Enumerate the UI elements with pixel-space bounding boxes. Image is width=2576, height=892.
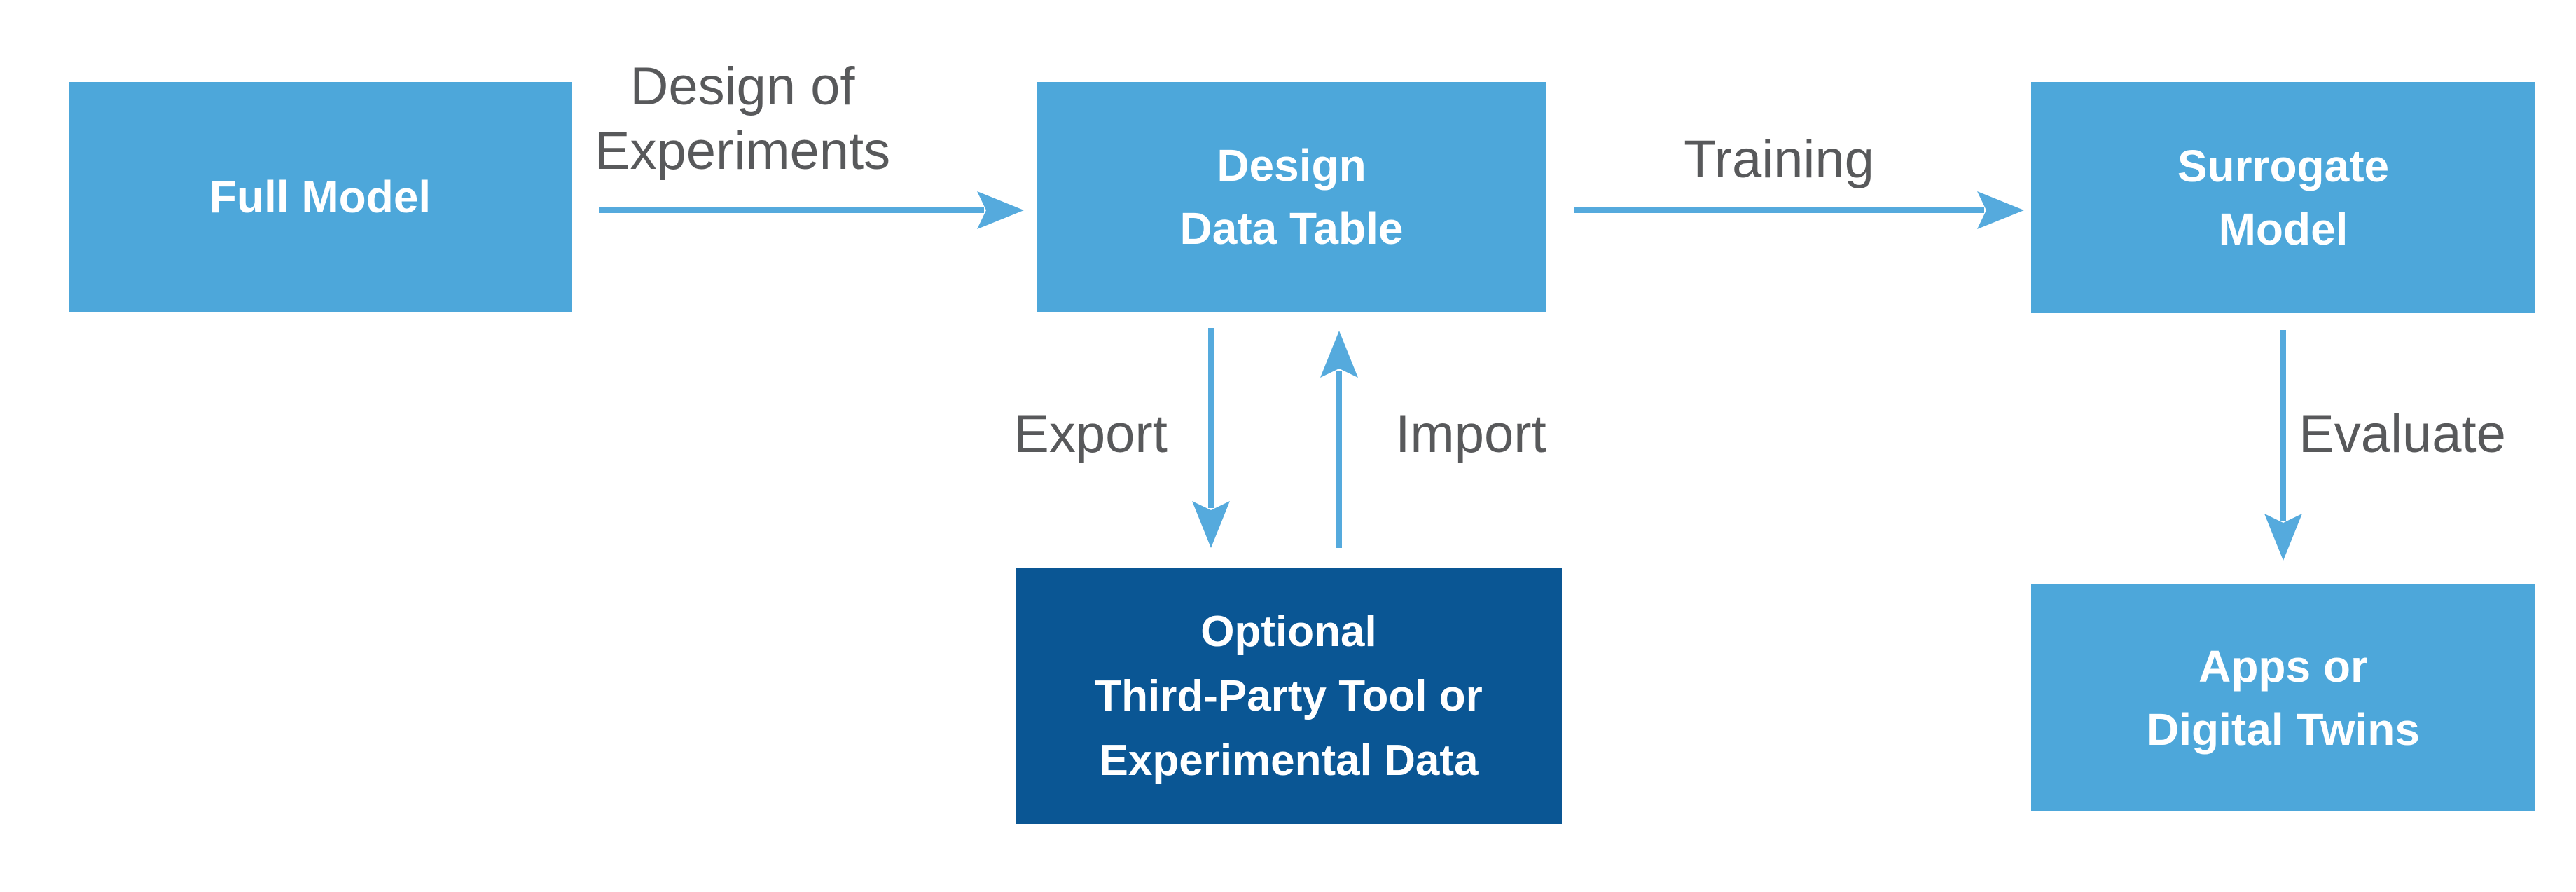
node-full-model-label: Full Model [209,172,431,222]
arrow-training [1574,191,2024,229]
arrow-export [1192,328,1230,548]
edge-label-evaluate: Evaluate [2299,404,2506,464]
node-design-data-table: Design Data Table [1037,82,1546,312]
node-apps: Apps or Digital Twins [2031,584,2535,811]
arrow-design-of-experiments [599,191,1024,229]
node-design-data-table-label: Design Data Table [1179,140,1404,254]
node-full-model: Full Model [69,82,572,312]
edge-label-training: Training [1684,130,1874,189]
edge-label-design-of-experiments: Design of Experiments [594,57,891,181]
edge-label-export: Export [1013,404,1168,464]
node-apps-label: Apps or Digital Twins [2147,641,2420,755]
edge-label-import: Import [1395,404,1546,464]
node-third-party: Optional Third-Party Tool or Experimenta… [1016,568,1562,824]
node-third-party-label: Optional Third-Party Tool or Experimenta… [1095,607,1483,785]
node-surrogate-model-label: Surrogate Model [2177,141,2390,254]
node-surrogate-model: Surrogate Model [2031,82,2535,313]
arrow-evaluate [2264,330,2302,561]
arrow-import [1320,331,1358,548]
